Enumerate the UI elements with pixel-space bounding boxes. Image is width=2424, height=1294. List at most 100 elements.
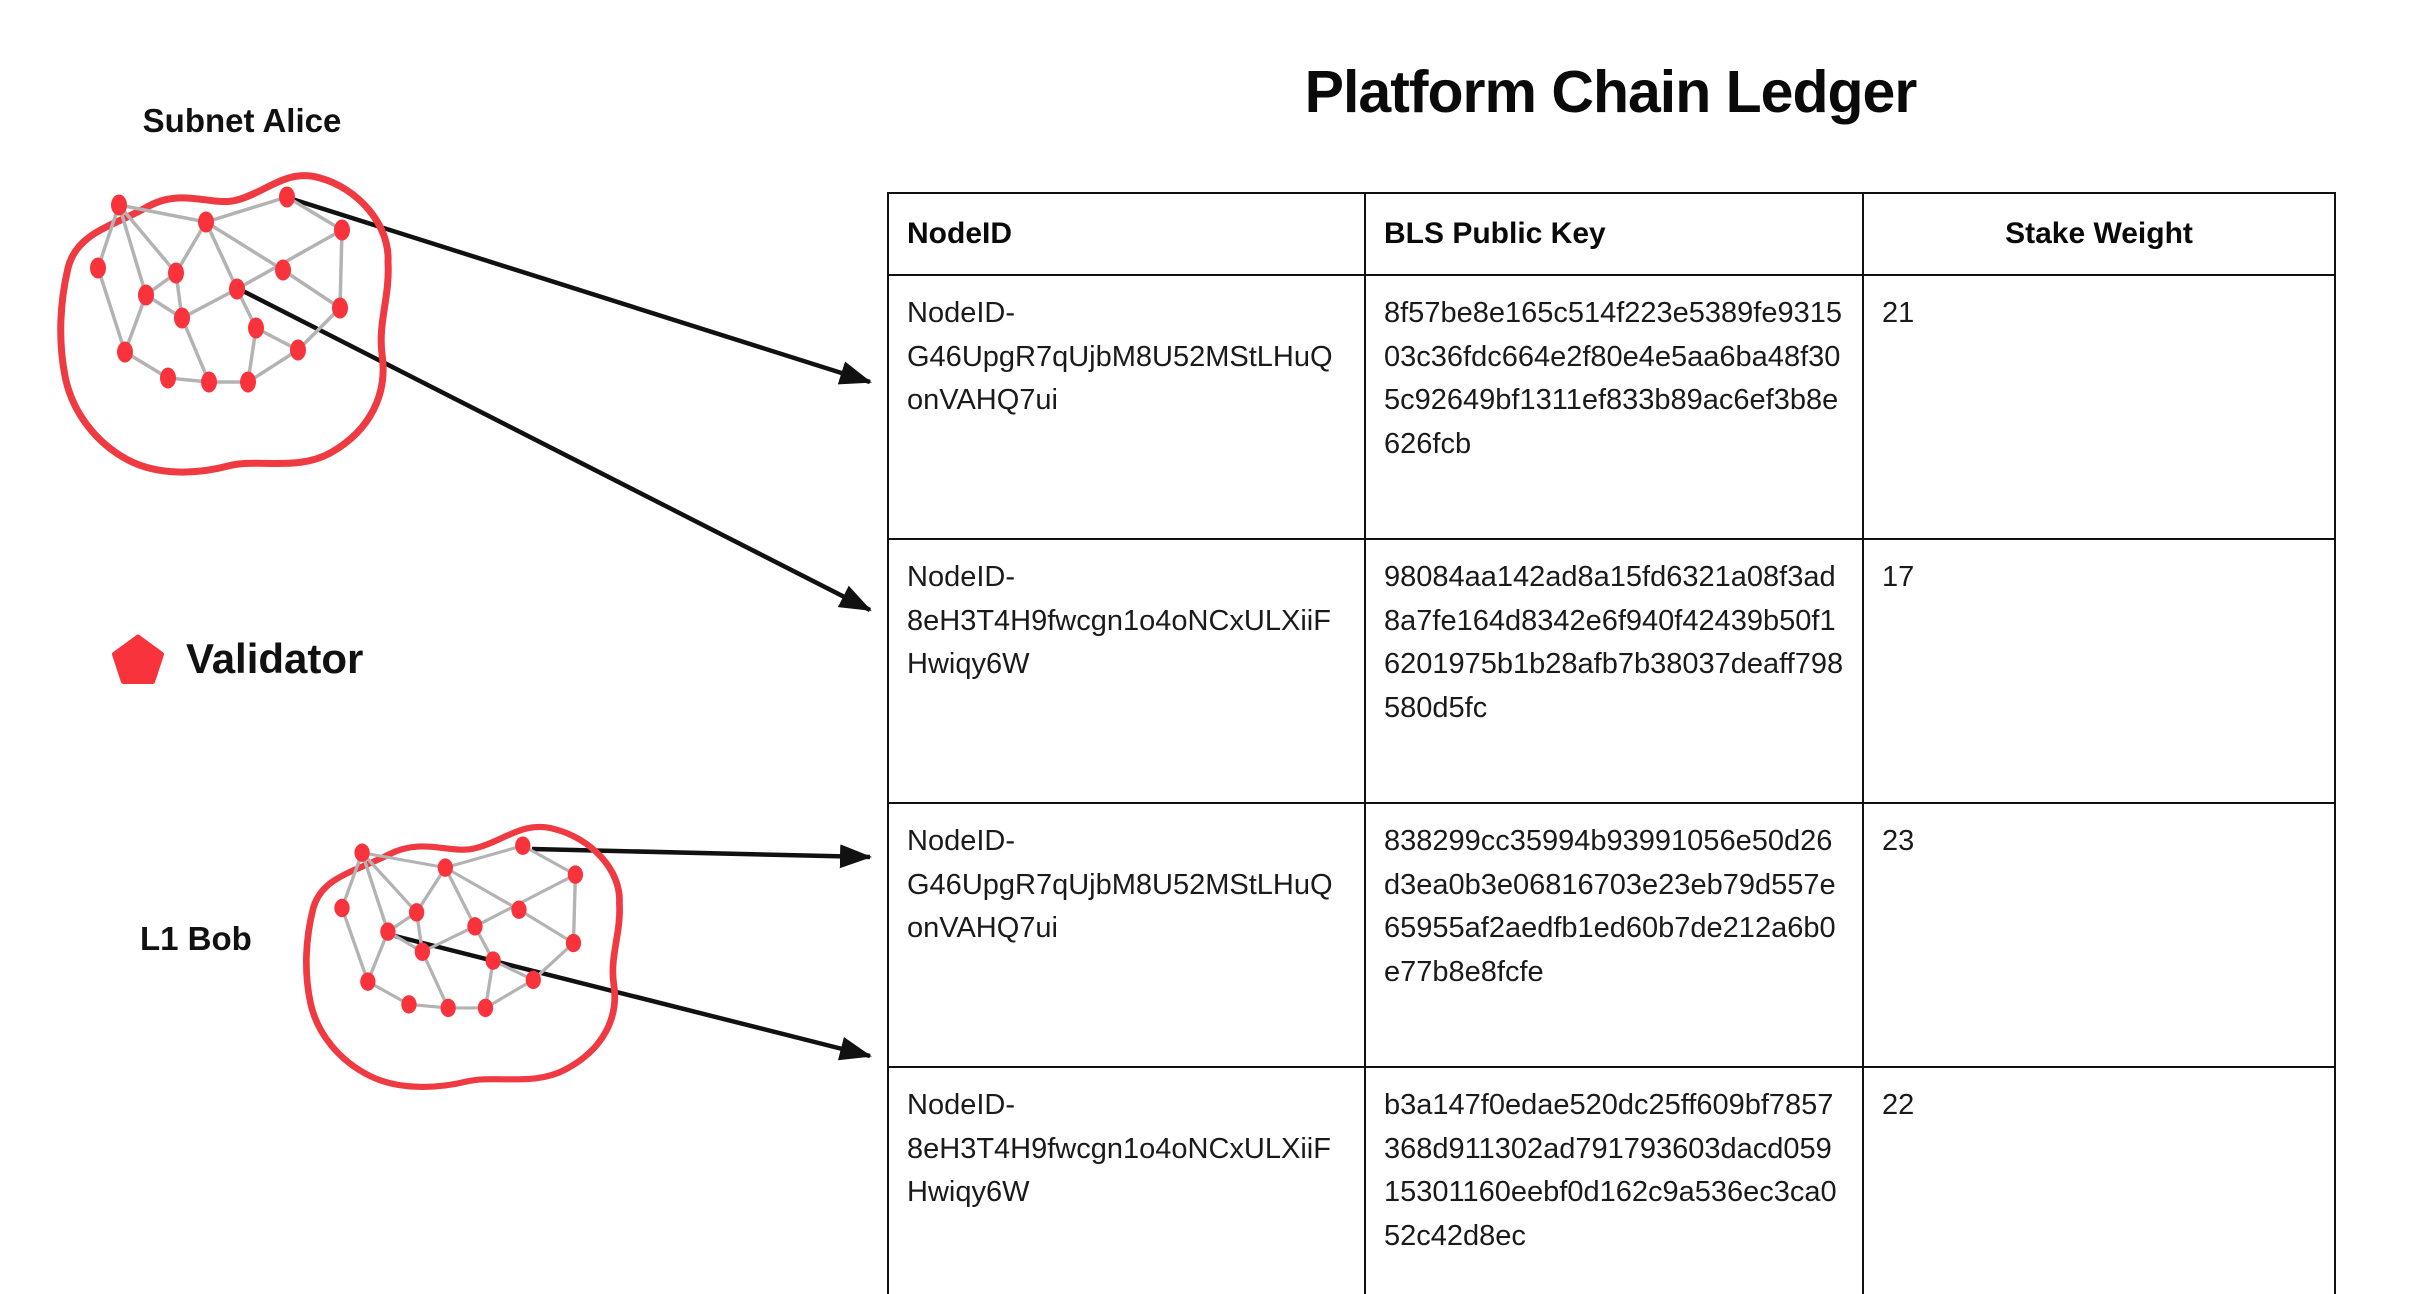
peer-connection-edge (518, 908, 575, 945)
validator-node (401, 995, 417, 1014)
validator-node (567, 865, 584, 884)
peer-connection-edge (204, 221, 239, 290)
validator-node (275, 259, 291, 281)
validator-node (168, 262, 184, 284)
validator-legend-label: Validator (186, 635, 364, 682)
subnet-alice-graph (57, 172, 392, 476)
validator-node (290, 339, 306, 361)
validator-node (111, 194, 127, 216)
peer-connection-edge (443, 866, 477, 928)
peer-connection-edge (532, 941, 575, 981)
validator-node (354, 843, 370, 862)
peer-connection-edge (96, 267, 127, 353)
node-to-ledger-arrow (241, 288, 872, 613)
peer-connection-edge (360, 851, 418, 914)
peer-connection-edge (338, 229, 344, 309)
validator-node (437, 858, 453, 877)
peer-connection-edge (444, 844, 524, 870)
validator-node (201, 371, 217, 393)
ledger-row: NodeID-8eH3T4H9fwcgn1o4oNCxULXiiFHwiqy6W… (887, 1066, 2336, 1294)
nodeid-cell: NodeID-8eH3T4H9fwcgn1o4oNCxULXiiFHwiqy6W (887, 538, 1366, 804)
peer-connection-edge (117, 203, 178, 275)
peer-connection-edge (366, 931, 390, 983)
peer-connection-edge (180, 317, 211, 383)
ledger-header-row: NodeID BLS Public Key Stake Weight (887, 192, 2336, 276)
validator-node (477, 998, 494, 1018)
validator-node (485, 951, 501, 970)
validator-node (360, 972, 376, 991)
validator-node (279, 186, 295, 208)
l1-bob-label: L1 Bob (140, 920, 252, 957)
validator-node (414, 942, 430, 962)
l1-bob-graph (303, 823, 623, 1090)
peer-connection-edge (205, 220, 284, 272)
ledger-table: NodeID BLS Public Key Stake Weight NodeI… (887, 192, 2336, 1294)
peer-connection-edge (96, 204, 121, 269)
peer-connection-edge (296, 306, 342, 352)
ledger-row: NodeID-G46UpgR7qUjbM8U52MStLHuQonVAHQ7ui… (887, 274, 2336, 540)
nodeid-cell: NodeID-8eH3T4H9fwcgn1o4oNCxULXiiFHwiqy6W (887, 1066, 1366, 1294)
bls-key-cell: 838299cc35994b93991056e50d26d3ea0b3e0681… (1364, 802, 1864, 1068)
peer-connection-edge (118, 203, 207, 224)
validator-pentagon-icon (112, 634, 164, 684)
validator-node (248, 317, 264, 339)
col-header-bls-key: BLS Public Key (1364, 192, 1864, 276)
peer-connection-edge (484, 978, 535, 1010)
peer-connection-edge (205, 195, 288, 224)
validator-node (160, 367, 176, 389)
subnet-boundary-blob (57, 172, 392, 476)
peer-connection-edge (174, 221, 208, 274)
validator-node (332, 297, 348, 319)
page-title: Platform Chain Ledger (1304, 59, 1918, 125)
peer-connection-edge (181, 287, 238, 320)
validator-node (117, 341, 133, 363)
validator-node (240, 371, 256, 393)
peer-connection-edge (420, 951, 450, 1009)
validator-node (440, 998, 456, 1018)
stake-weight-cell: 21 (1862, 274, 2336, 540)
peer-connection-edge (421, 925, 476, 954)
validator-node (515, 836, 531, 855)
node-to-ledger-arrow (394, 933, 872, 1061)
peer-connection-edge (340, 907, 370, 983)
validator-legend: Validator (112, 634, 363, 684)
bls-key-cell: 98084aa142ad8a15fd6321a08f3ad8a7fe164d83… (1364, 538, 1864, 804)
peer-connection-edge (521, 844, 577, 876)
validator-node (467, 917, 483, 936)
validator-node (334, 219, 350, 241)
bls-key-cell: 8f57be8e165c514f223e5389fe931503c36fdc66… (1364, 274, 1864, 540)
bls-key-cell: b3a147f0edae520dc25ff609bf7857368d911302… (1364, 1066, 1864, 1294)
validator-node (229, 278, 245, 300)
nodeid-cell: NodeID-G46UpgR7qUjbM8U52MStLHuQonVAHQ7ui (887, 274, 1366, 540)
validator-node (408, 903, 425, 922)
stake-weight-cell: 23 (1862, 802, 2336, 1068)
nodeid-cell: NodeID-G46UpgR7qUjbM8U52MStLHuQonVAHQ7ui (887, 802, 1366, 1068)
stake-weight-cell: 22 (1862, 1066, 2336, 1294)
ledger-row: NodeID-G46UpgR7qUjbM8U52MStLHuQonVAHQ7ui… (887, 802, 2336, 1068)
peer-connection-edge (282, 268, 341, 310)
peer-connection-edge (474, 873, 577, 928)
validator-node (138, 284, 154, 306)
validator-node (511, 900, 527, 919)
ledger-row: NodeID-8eH3T4H9fwcgn1o4oNCxULXiiFHwiqy6W… (887, 538, 2336, 804)
validator-node (90, 257, 106, 279)
validator-node (565, 933, 582, 953)
validator-node (525, 970, 541, 990)
validator-node (380, 922, 396, 941)
subnet-boundary-blob (303, 823, 623, 1090)
peer-connection-edge (286, 195, 343, 232)
peer-connection-edge (360, 852, 390, 933)
validator-node (198, 211, 214, 233)
peer-connection-edge (117, 204, 148, 296)
subnet-alice-label: Subnet Alice (142, 102, 342, 139)
col-header-nodeid: NodeID (887, 192, 1366, 276)
validator-node (334, 898, 350, 918)
peer-connection-edge (236, 228, 343, 291)
node-to-ledger-arrow (531, 844, 872, 869)
peer-connection-edge (444, 866, 520, 912)
col-header-stake-weight: Stake Weight (1862, 192, 2336, 276)
peer-connection-edge (340, 852, 364, 909)
peer-connection-edge (415, 866, 447, 914)
